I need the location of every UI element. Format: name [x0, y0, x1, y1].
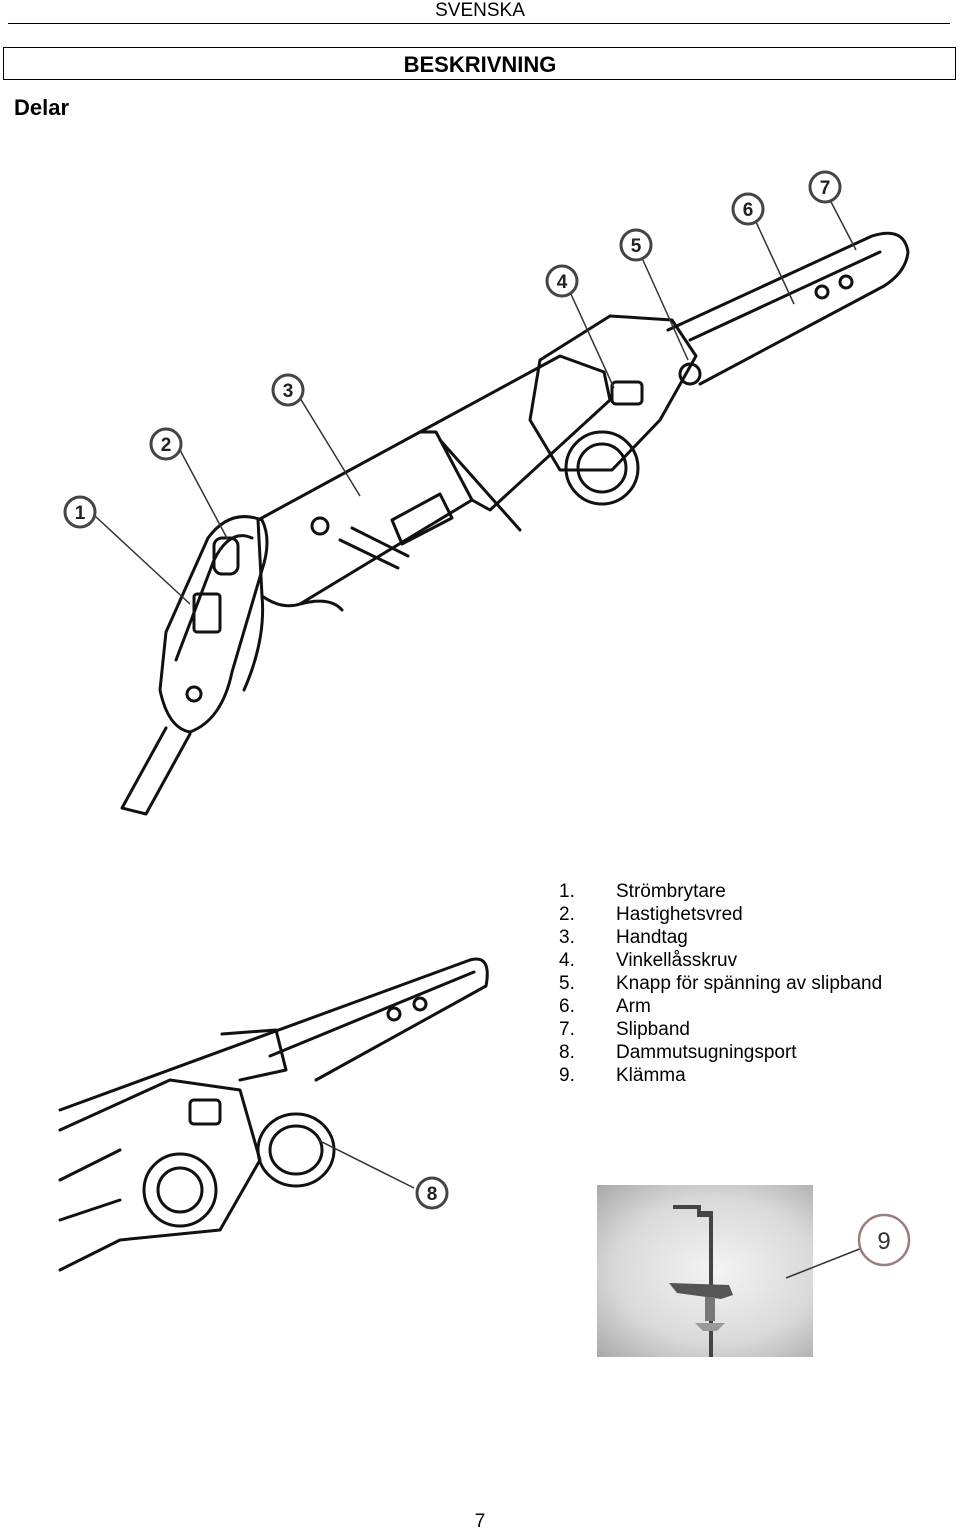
section-title-box — [3, 47, 956, 80]
subheading-parts: Delar — [14, 95, 70, 120]
clamp-image — [669, 1205, 733, 1357]
list-item: 8.Dammutsugningsport — [559, 1042, 797, 1063]
callout-8: 8 — [427, 1184, 438, 1205]
header-language: SVENSKA — [435, 0, 525, 21]
motor-housing — [256, 430, 474, 608]
callout-7: 7 — [820, 178, 831, 199]
gear-head — [528, 314, 698, 472]
callout-1: 1 — [75, 503, 86, 524]
clamp-photo — [597, 1185, 813, 1357]
callout-5: 5 — [631, 236, 642, 257]
section-title: BESKRIVNING — [403, 52, 557, 77]
parts-list: 1.Strömbrytare 2.Hastighetsvred 3.Handta… — [559, 880, 882, 1087]
list-item: 6.Arm — [559, 996, 651, 1017]
dust-port — [256, 1112, 336, 1188]
list-item: 1.Strömbrytare — [559, 881, 726, 902]
callout-2: 2 — [161, 435, 172, 456]
closeup-arm — [58, 957, 489, 1112]
list-item: 2.Hastighetsvred — [559, 904, 743, 925]
callout-6: 6 — [743, 200, 754, 221]
list-item: 4.Vinkellåsskruv — [559, 950, 738, 971]
callout-4: 4 — [557, 272, 568, 293]
callout-9: 9 — [877, 1228, 890, 1255]
callout-3: 3 — [283, 381, 294, 402]
list-item: 9.Klämma — [559, 1065, 686, 1086]
closeup-head — [58, 1078, 262, 1272]
sanding-arm — [666, 231, 910, 386]
page-number: 7 — [474, 1511, 486, 1532]
header-divider — [8, 23, 950, 24]
power-cord — [120, 726, 192, 816]
list-item: 3.Handtag — [559, 927, 688, 948]
list-item: 5.Knapp för spänning av slipband — [559, 973, 883, 994]
list-item: 7.Slipband — [559, 1019, 690, 1040]
